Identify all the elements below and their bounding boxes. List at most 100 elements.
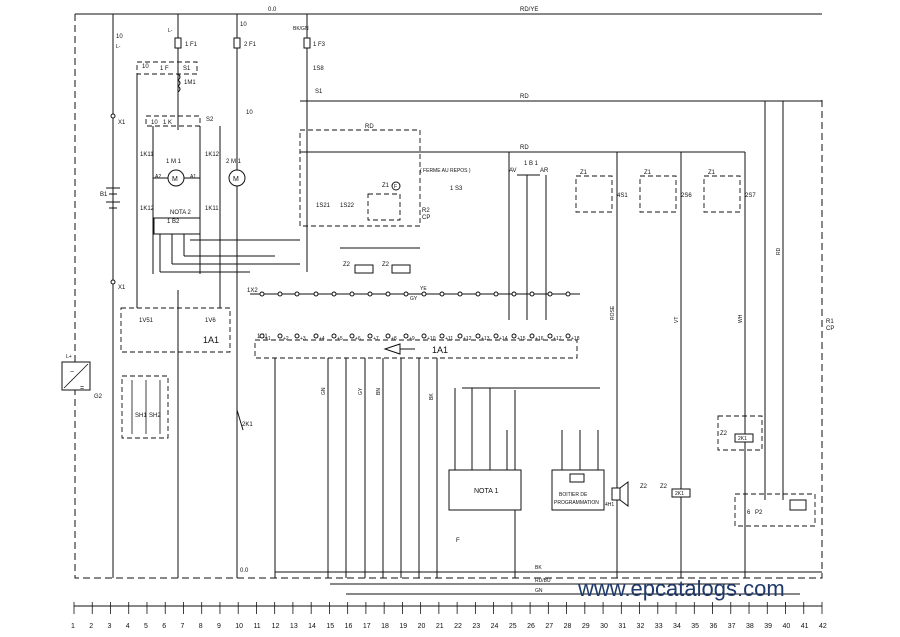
s22-label: 1S22 xyxy=(340,203,355,209)
r2-area-wire: RD xyxy=(365,124,374,130)
ruler-number: 41 xyxy=(801,623,809,630)
s8-label: 1S8 xyxy=(313,66,324,72)
contact-2k1 xyxy=(236,409,244,431)
ruler-number: 5 xyxy=(144,623,148,630)
terminal-1x1 xyxy=(313,333,319,339)
coil-1m1 xyxy=(177,73,181,93)
top-wire-label: RD/YE xyxy=(520,7,538,13)
converter-diagonal xyxy=(63,363,89,389)
ruler-number: 39 xyxy=(764,623,772,630)
ruler-number: 37 xyxy=(728,623,736,630)
terminal-label: +17 xyxy=(553,336,562,342)
converter-label: G2 xyxy=(94,394,103,400)
ruler-number: 14 xyxy=(308,623,316,630)
programming-label-2: PROGRAMMATION xyxy=(554,500,599,506)
left-l-minus: L- xyxy=(116,44,121,50)
bottom-rd-bu-label: RD/BU xyxy=(535,578,551,584)
programming-port xyxy=(569,473,585,483)
terminal-1x2 xyxy=(367,291,373,297)
ruler-number: 30 xyxy=(600,623,608,630)
buzzer-4h1 xyxy=(611,487,621,501)
ruler-number: 1 xyxy=(71,623,75,630)
s3-label: 1 S3 xyxy=(450,186,463,192)
z1-2s7-label: Z1 xyxy=(708,170,716,176)
ruler-number: 23 xyxy=(472,623,480,630)
s1-label: S1 xyxy=(183,66,191,72)
sensor-1b2 xyxy=(153,217,201,235)
fuse-1f1 xyxy=(174,37,182,49)
fuse-1f3-label: 1 F3 xyxy=(313,42,326,48)
r1-cp-label: CP xyxy=(826,326,834,332)
s21-label: 1S21 xyxy=(316,203,331,209)
module-1a1-left-label: 1A1 xyxy=(203,335,219,345)
terminal-label: +16 xyxy=(535,336,544,342)
terminal-label: +9 xyxy=(409,336,415,342)
terminal-1x1 xyxy=(421,333,427,339)
watermark-text: www.epcatalogs.com xyxy=(577,576,785,601)
z1-2s6-label: Z1 xyxy=(644,170,652,176)
terminal-1x2 xyxy=(475,291,481,297)
z2-b-label: Z2 xyxy=(382,262,390,268)
r1-label: R1 xyxy=(826,319,834,325)
terminal-1x1 xyxy=(439,333,445,339)
rd-bus-2-label: RD xyxy=(520,145,529,151)
p2-label: P2 xyxy=(755,510,763,516)
dashed-frame xyxy=(74,14,823,579)
k1-label: 1 K xyxy=(163,120,172,126)
f-marker: F xyxy=(456,538,460,544)
ruler-number: 26 xyxy=(527,623,535,630)
z2-buzzer-label: Z2 xyxy=(640,484,648,490)
s51-label: 4S1 xyxy=(617,193,628,199)
terminal-1x2 xyxy=(529,291,535,297)
av-label: AV xyxy=(509,168,517,174)
ruler-number: 6 xyxy=(162,623,166,630)
ruler-number: 29 xyxy=(582,623,590,630)
terminal-1x1 xyxy=(457,333,463,339)
terminal-1x2 xyxy=(439,291,445,297)
bk-label-1: BK xyxy=(429,393,435,400)
z1-4s1-label: Z1 xyxy=(580,170,588,176)
z2-k1-label: Z2 xyxy=(660,484,668,490)
ruler-number: 3 xyxy=(107,623,111,630)
ruler-number: 15 xyxy=(326,623,334,630)
module-1a1-main xyxy=(254,339,578,359)
terminal-1x2 xyxy=(511,291,517,297)
ruler-number: 40 xyxy=(783,623,791,630)
terminal-label: +12 xyxy=(463,336,472,342)
sh-group-box xyxy=(121,375,169,439)
x1-top-label: X1 xyxy=(118,120,126,126)
terminal-label: +14 xyxy=(499,336,508,342)
ruler-number: 2 xyxy=(89,623,93,630)
terminal-1x1 xyxy=(367,333,373,339)
terminal-1x2 xyxy=(547,291,553,297)
k12-label: 1K12 xyxy=(205,152,220,158)
terminal-label: +10 xyxy=(427,336,436,342)
ye-label: YE xyxy=(420,286,427,292)
ruler-number: 36 xyxy=(710,623,718,630)
bn-bu-label: BN xyxy=(376,388,382,395)
terminal-1x1 xyxy=(259,333,265,339)
nota1-label: NOTA 1 xyxy=(474,488,498,495)
k3-relay-b xyxy=(391,264,411,274)
ruler-number: 28 xyxy=(564,623,572,630)
ruler-number: 34 xyxy=(673,623,681,630)
programming-label-1: BOITIER DE xyxy=(559,492,588,498)
gy-label: GY xyxy=(410,296,418,302)
ruler-number: 20 xyxy=(418,623,426,630)
relay-2k1-right xyxy=(734,433,754,443)
s57-label: 2S7 xyxy=(745,193,756,199)
r2-cp-label: CP xyxy=(422,215,430,221)
ruler-number: 33 xyxy=(655,623,663,630)
terminal-label: +7 xyxy=(373,336,379,342)
k1-s2-box xyxy=(145,115,201,127)
ruler-number: 17 xyxy=(363,623,371,630)
rose-label: ROSE xyxy=(610,305,616,320)
terminal-1x1 xyxy=(349,333,355,339)
relay-2k1-right-area xyxy=(717,415,763,451)
buzzer-label: 4H1 xyxy=(605,502,614,508)
terminal-1x2 xyxy=(331,291,337,297)
ruler-number: 22 xyxy=(454,623,462,630)
terminal-label: +3 xyxy=(300,336,306,342)
bottom-bk-label: BK xyxy=(535,565,542,571)
bottom-gn-label: GN xyxy=(535,588,543,594)
